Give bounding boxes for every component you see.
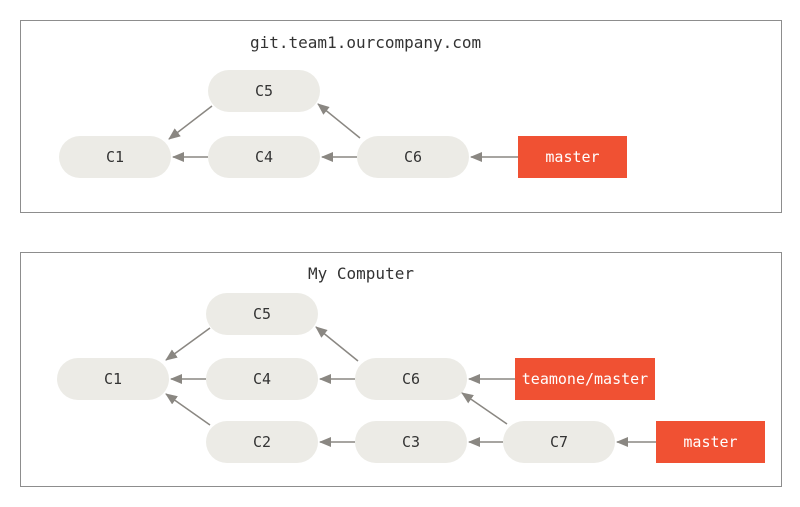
arrow-remote-c5-to-c1 <box>168 105 213 140</box>
local-repo-title: My Computer <box>308 264 414 283</box>
arrow-local-c2-to-c1 <box>165 393 211 426</box>
remote-commit-c6: C6 <box>357 136 469 178</box>
arrow-local-c6-to-c5 <box>315 326 359 362</box>
remote-commit-c5: C5 <box>208 70 320 112</box>
arrow-remote-c6-to-c5 <box>317 103 361 139</box>
local-commit-c1: C1 <box>57 358 169 400</box>
remote-repo-panel <box>20 20 782 213</box>
local-remote-branch-teamone-master: teamone/master <box>515 358 655 400</box>
local-commit-c5: C5 <box>206 293 318 335</box>
local-commit-c3: C3 <box>355 421 467 463</box>
local-commit-c6: C6 <box>355 358 467 400</box>
remote-branch-master: master <box>518 136 627 178</box>
local-commit-c2: C2 <box>206 421 318 463</box>
remote-repo-title: git.team1.ourcompany.com <box>250 33 482 52</box>
arrow-local-c5-to-c1 <box>165 327 211 361</box>
local-commit-c4: C4 <box>206 358 318 400</box>
local-branch-master: master <box>656 421 765 463</box>
arrow-local-c7-to-c6 <box>461 392 508 425</box>
remote-commit-c1: C1 <box>59 136 171 178</box>
remote-commit-c4: C4 <box>208 136 320 178</box>
local-commit-c7: C7 <box>503 421 615 463</box>
